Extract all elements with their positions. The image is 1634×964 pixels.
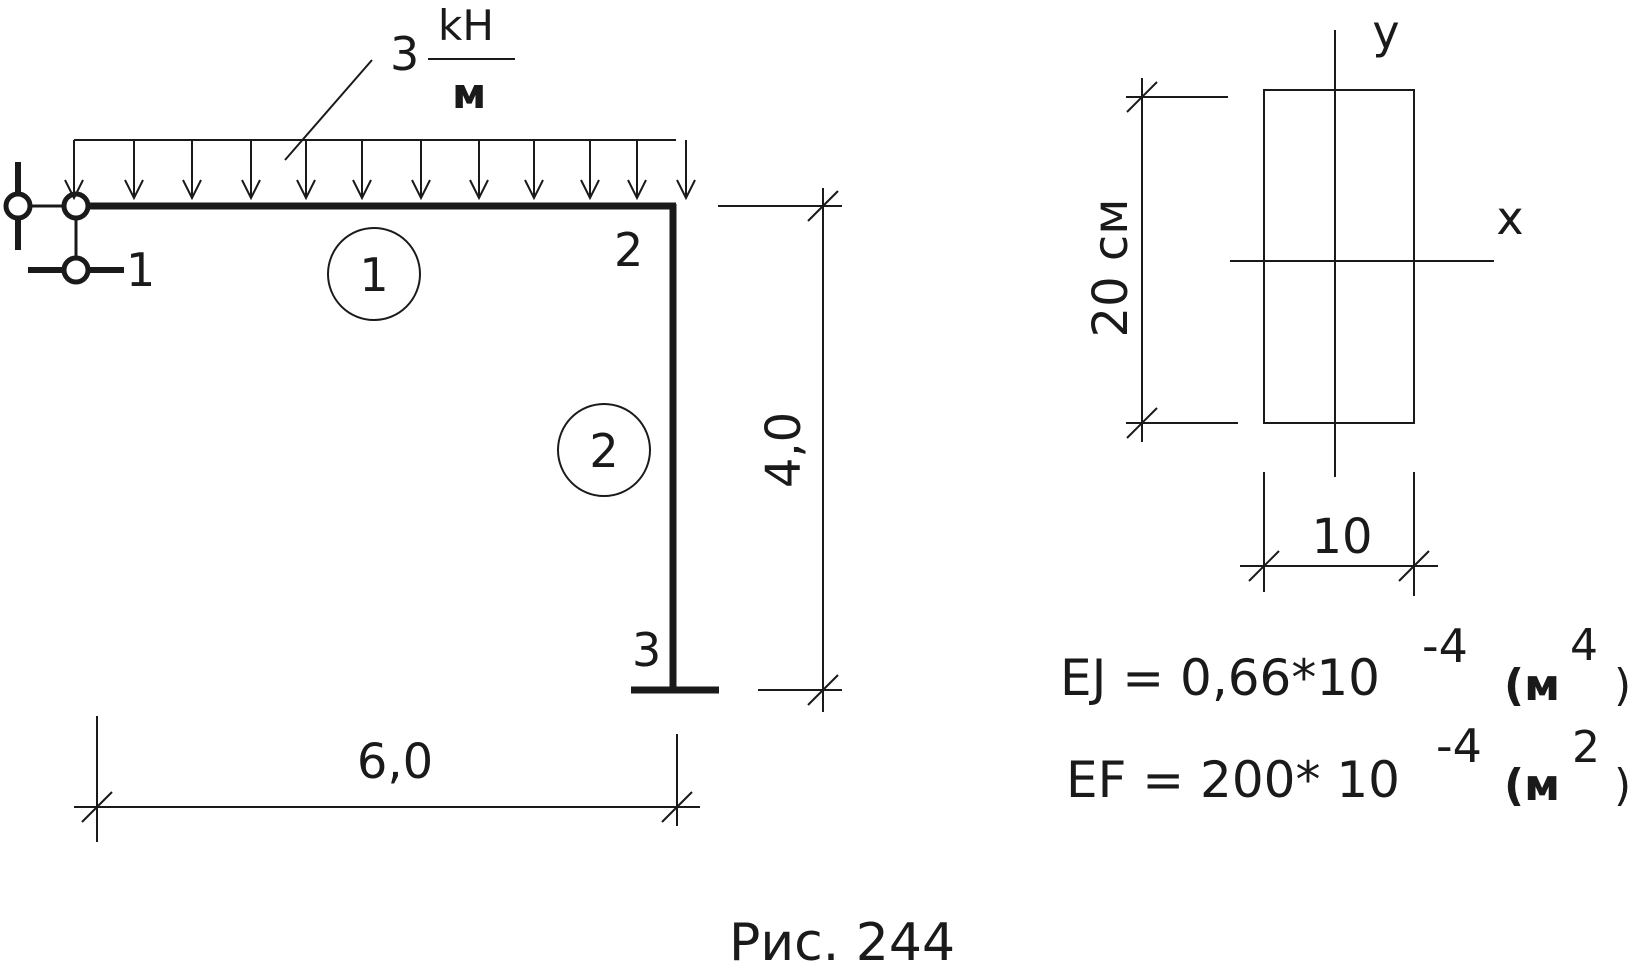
load-arrow-head — [580, 179, 600, 201]
formula-ej-unit-open: (м — [1504, 660, 1560, 711]
section-width-label: 10 — [1311, 509, 1372, 565]
load-arrow-head — [524, 179, 544, 201]
width-tick-right — [661, 791, 693, 823]
load-arrow-head — [676, 179, 696, 201]
load-arrow-head — [124, 179, 144, 201]
load-arrow-head — [64, 179, 84, 201]
cross-section — [1126, 30, 1494, 596]
section-axis-y-label: y — [1372, 5, 1399, 59]
frame-structure — [76, 202, 719, 694]
load-leader-line — [284, 59, 373, 161]
formula-ej-unit-exp: 4 — [1570, 620, 1598, 671]
distributed-load — [64, 59, 696, 201]
section-height-label: 20 см — [1083, 199, 1139, 338]
load-arrow-head — [296, 179, 316, 201]
load-arrow-head — [411, 179, 431, 201]
section-axis-x-label: x — [1496, 191, 1523, 245]
node-label-2: 2 — [614, 223, 643, 277]
formula-ef-exp: -4 — [1436, 719, 1482, 773]
width-dimension-label: 6,0 — [357, 734, 433, 790]
height-dimension-label: 4,0 — [756, 412, 812, 488]
section-width-tick-right — [1398, 550, 1430, 582]
load-arrow-head — [352, 179, 372, 201]
load-arrow-head — [469, 179, 489, 201]
load-arrow-head — [241, 179, 261, 201]
element-1-circle — [327, 227, 421, 321]
section-height-tick-bottom — [1126, 407, 1158, 439]
formula-ef-unit-exp: 2 — [1572, 722, 1600, 773]
formula-ef-unit-open: (м — [1504, 760, 1560, 811]
load-arrows — [64, 140, 696, 201]
height-tick-bottom — [807, 674, 839, 706]
formula-ej-main: EJ = 0,66*10 — [1060, 649, 1380, 707]
height-dimension — [718, 188, 842, 712]
width-dimension — [74, 716, 700, 842]
hinge-node-1-circle — [61, 191, 91, 221]
element-label-2: 2 — [589, 424, 618, 478]
width-tick-left — [81, 791, 113, 823]
formula-ef-unit-close: ) — [1614, 760, 1631, 811]
section-height-tick-top — [1126, 81, 1158, 113]
load-arrow-head — [627, 179, 647, 201]
hinge-bottom-circle — [61, 255, 91, 285]
node-label-1: 1 — [126, 243, 155, 297]
load-value: 3 — [390, 27, 419, 81]
formula-ej-exp: -4 — [1422, 619, 1468, 673]
formula-ef-main: EF = 200* 10 — [1066, 751, 1400, 809]
figure-caption: Рис. 244 — [729, 913, 955, 964]
load-arrow-head — [182, 179, 202, 201]
load-unit-top: kH — [438, 1, 494, 50]
load-unit-bottom: м — [452, 69, 486, 118]
element-2-circle — [557, 403, 651, 497]
section-rectangle — [1263, 89, 1415, 424]
hinge-left-circle — [3, 191, 33, 221]
formula-ej-unit-close: ) — [1614, 660, 1631, 711]
element-label-1: 1 — [359, 248, 388, 302]
section-width-tick-left — [1248, 550, 1280, 582]
node-label-3: 3 — [632, 623, 661, 677]
height-tick-top — [807, 190, 839, 222]
